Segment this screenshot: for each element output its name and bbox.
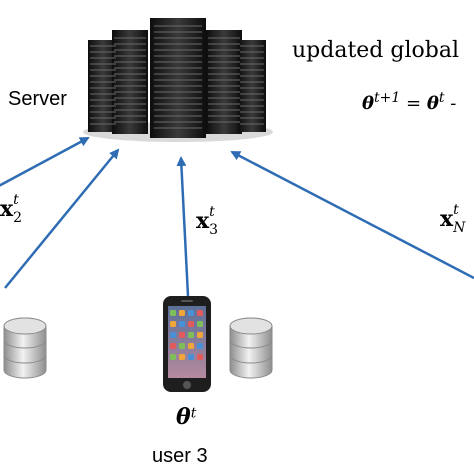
user3-param: θt: [176, 404, 196, 430]
smartphone-icon: [163, 296, 211, 392]
arrow-sup: t: [13, 192, 19, 208]
eq-rhs-sup: t: [438, 90, 445, 106]
app-icon: [188, 343, 194, 349]
arrow-sup: t: [209, 204, 215, 220]
user3-theta-sup: t: [190, 405, 197, 422]
update-heading: updated global: [292, 38, 459, 63]
eq-lhs-sup: t+1: [374, 90, 401, 106]
arrow-user3: [176, 156, 190, 297]
app-icon: [188, 332, 194, 338]
arrow-sub: 2: [13, 210, 23, 226]
app-icon: [170, 332, 176, 338]
app-icon: [197, 332, 203, 338]
eq-equals: =: [400, 93, 427, 114]
arrow-var: x: [440, 206, 454, 232]
arrow-var: x: [196, 208, 210, 234]
app-icon: [188, 310, 194, 316]
app-icon: [170, 321, 176, 327]
app-icon: [170, 343, 176, 349]
app-icon: [197, 354, 203, 360]
app-icon: [188, 321, 194, 327]
arrow-sup: t: [453, 202, 459, 218]
app-icon: [179, 332, 185, 338]
arrow-var: x: [0, 196, 14, 222]
arrow-userN: [230, 150, 474, 280]
app-icon: [188, 354, 194, 360]
database-icon: [3, 317, 47, 379]
arrow-user1: [0, 136, 90, 187]
app-icon: [197, 343, 203, 349]
user3-label: user 3: [152, 445, 208, 467]
arrow-sub: N: [453, 220, 466, 236]
database-icon: [229, 317, 273, 379]
app-icon: [170, 354, 176, 360]
app-icon: [179, 321, 185, 327]
arrow-group: [0, 136, 474, 297]
eq-tail: -: [444, 93, 457, 114]
app-icon: [197, 310, 203, 316]
server-label: Server: [8, 88, 67, 110]
eq-rhs-theta: θ: [426, 93, 439, 114]
server-rack-icon: [83, 18, 273, 142]
app-icon: [170, 310, 176, 316]
app-icon: [179, 343, 185, 349]
update-equation: θt+1 = θt -: [362, 90, 456, 114]
arrow-sub: 3: [209, 222, 219, 238]
app-icon: [179, 354, 185, 360]
app-icon: [197, 321, 203, 327]
arrow-user2: [4, 148, 120, 289]
app-icon: [179, 310, 185, 316]
eq-lhs-theta: θ: [362, 93, 375, 114]
user3-theta: θ: [176, 404, 191, 430]
